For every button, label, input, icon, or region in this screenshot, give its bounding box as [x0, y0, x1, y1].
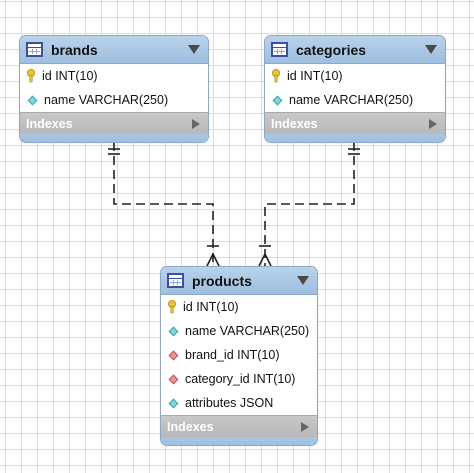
table-icon	[167, 273, 184, 288]
column-label: id INT(10)	[42, 69, 98, 83]
indexes-section[interactable]: Indexes	[20, 112, 208, 134]
table-title: categories	[296, 41, 367, 58]
primary-key-icon	[272, 69, 280, 83]
column-label: name VARCHAR(250)	[289, 93, 414, 107]
table-icon	[271, 42, 288, 57]
relationship-categories-products	[258, 142, 360, 267]
column-diamond-icon	[27, 95, 38, 105]
crows-foot-right	[264, 253, 272, 267]
table-icon	[26, 42, 43, 57]
expand-arrow-icon[interactable]	[301, 421, 309, 432]
connector-line	[264, 142, 355, 266]
column-diamond-icon	[168, 326, 179, 336]
table-footer	[161, 437, 317, 445]
column-row[interactable]: id INT(10)	[265, 64, 445, 88]
crows-foot-left	[206, 253, 214, 267]
table-brands[interactable]: brands id INT(10) name VARCHAR(250) Inde…	[19, 35, 209, 143]
table-header[interactable]: products	[161, 267, 317, 295]
foreign-key-diamond-icon	[168, 350, 179, 360]
table-header[interactable]: brands	[20, 36, 208, 64]
column-label: category_id INT(10)	[185, 372, 296, 386]
column-row[interactable]: id INT(10)	[20, 64, 208, 88]
indexes-section[interactable]: Indexes	[161, 415, 317, 437]
column-label: name VARCHAR(250)	[185, 324, 310, 338]
expand-arrow-icon[interactable]	[192, 118, 200, 129]
column-row[interactable]: name VARCHAR(250)	[265, 88, 445, 112]
column-diamond-icon	[272, 95, 283, 105]
column-label: attributes JSON	[185, 396, 274, 410]
primary-key-icon	[168, 300, 176, 314]
column-row[interactable]: brand_id INT(10)	[161, 343, 317, 367]
table-categories[interactable]: categories id INT(10) name VARCHAR(250) …	[264, 35, 446, 143]
primary-key-icon	[27, 69, 35, 83]
column-row[interactable]: attributes JSON	[161, 391, 317, 415]
indexes-label: Indexes	[167, 419, 214, 434]
column-row[interactable]: category_id INT(10)	[161, 367, 317, 391]
column-row[interactable]: name VARCHAR(250)	[20, 88, 208, 112]
indexes-section[interactable]: Indexes	[265, 112, 445, 134]
table-title: products	[192, 272, 252, 289]
column-row[interactable]: id INT(10)	[161, 295, 317, 319]
expand-arrow-icon[interactable]	[429, 118, 437, 129]
table-products[interactable]: products id INT(10) name VARCHAR(250) br…	[160, 266, 318, 446]
collapse-toggle-icon[interactable]	[188, 45, 200, 54]
relationship-brands-products	[108, 142, 220, 267]
foreign-key-diamond-icon	[168, 374, 179, 384]
indexes-label: Indexes	[271, 116, 318, 131]
table-footer	[265, 134, 445, 142]
collapse-toggle-icon[interactable]	[297, 276, 309, 285]
indexes-label: Indexes	[26, 116, 73, 131]
column-diamond-icon	[168, 398, 179, 408]
column-label: id INT(10)	[183, 300, 239, 314]
table-header[interactable]: categories	[265, 36, 445, 64]
collapse-toggle-icon[interactable]	[425, 45, 437, 54]
connector-line	[113, 142, 214, 266]
column-row[interactable]: name VARCHAR(250)	[161, 319, 317, 343]
column-label: name VARCHAR(250)	[44, 93, 169, 107]
column-label: id INT(10)	[287, 69, 343, 83]
table-title: brands	[51, 41, 98, 58]
table-footer	[20, 134, 208, 142]
crows-foot-right	[212, 253, 220, 267]
column-label: brand_id INT(10)	[185, 348, 280, 362]
crows-foot-left	[258, 253, 266, 267]
